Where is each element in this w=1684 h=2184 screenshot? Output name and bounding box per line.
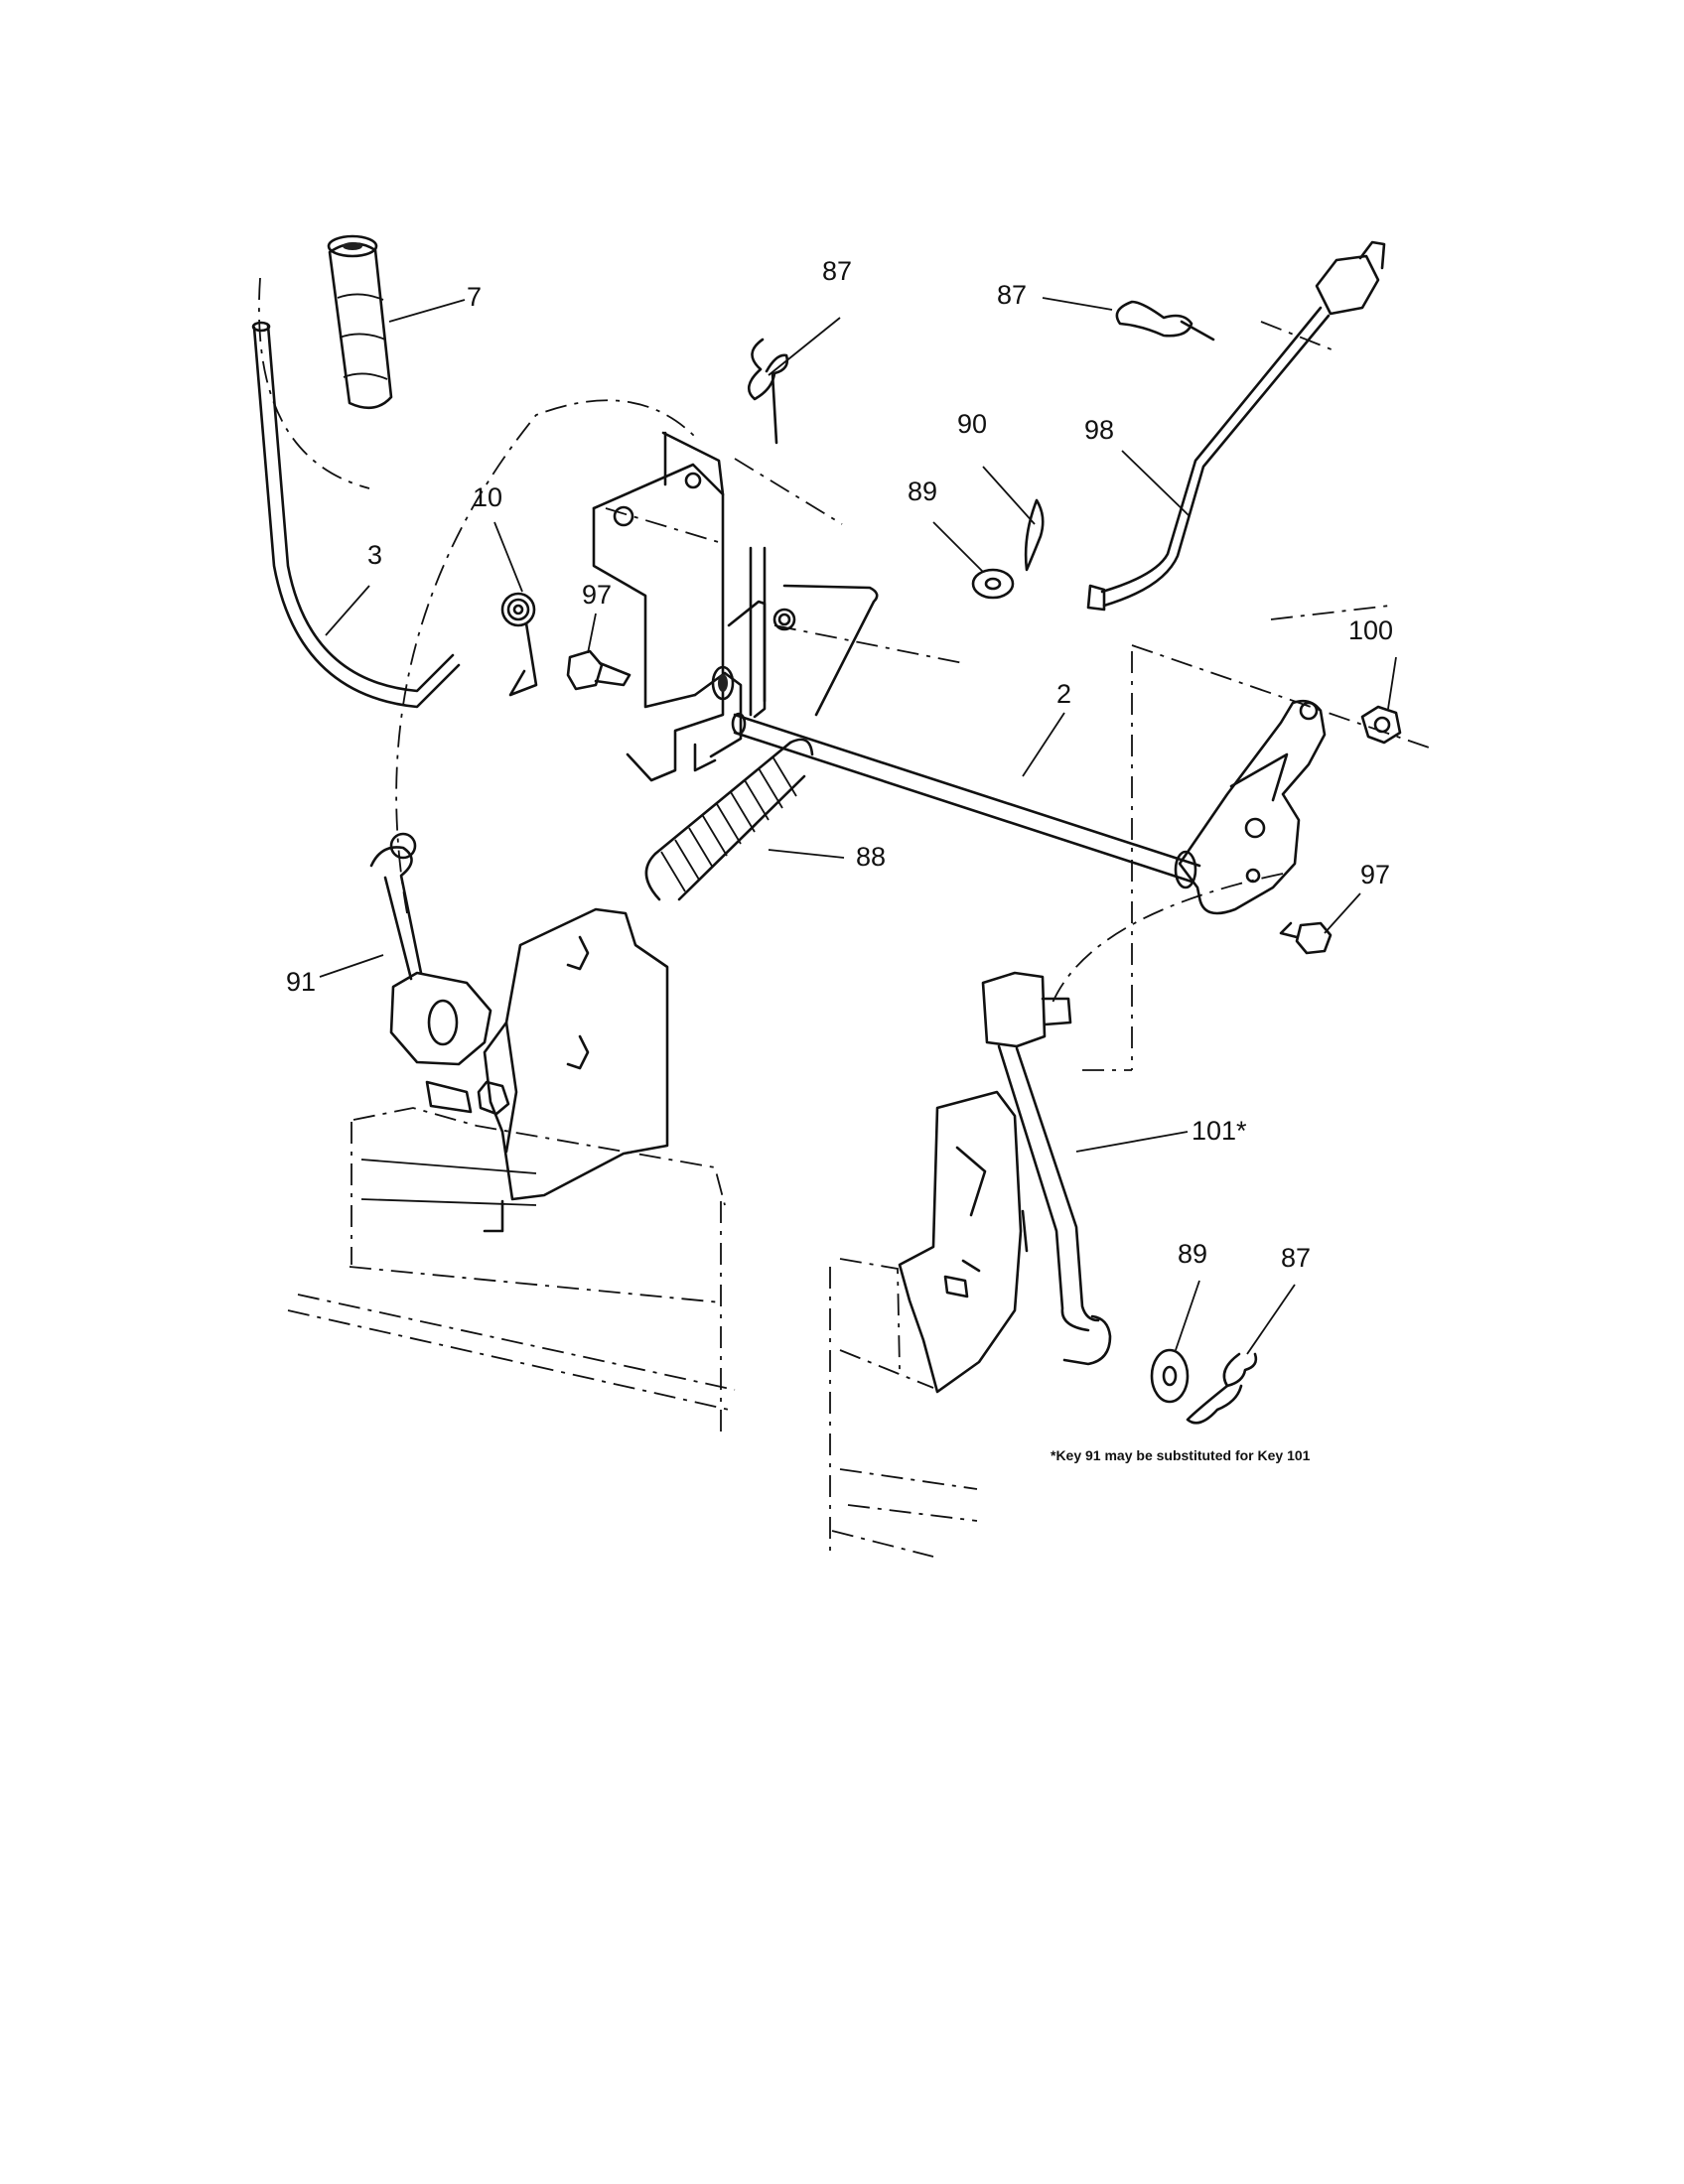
deck-hanger-right	[898, 1090, 1029, 1394]
inner-bracket	[693, 546, 796, 758]
deck-body-left	[287, 1107, 736, 1433]
callout-87-top-right: 87	[997, 280, 1028, 310]
hex-bolt-right	[1279, 921, 1333, 955]
flat-washer-bottom	[1150, 1348, 1190, 1404]
extension-spring	[644, 738, 814, 901]
hairpin-clip-top-right	[1115, 300, 1215, 341]
hairpin-clip-bottom	[1186, 1352, 1258, 1425]
hairpin-clip-top-left	[747, 338, 789, 445]
substitution-footnote: *Key 91 may be substituted for Key 101	[1051, 1447, 1311, 1463]
callout-10: 10	[473, 482, 503, 512]
assembly-guide-lines	[258, 277, 1433, 1071]
callout-7: 7	[467, 282, 483, 312]
callout-90: 90	[957, 409, 988, 439]
callout-3: 3	[367, 540, 383, 570]
callout-87-top-left: 87	[822, 256, 853, 286]
flat-washer-top	[971, 568, 1015, 600]
cross-shaft	[731, 712, 1201, 884]
lift-lever	[251, 321, 461, 709]
callout-89-bottom: 89	[1178, 1239, 1208, 1269]
callout-98: 98	[1084, 415, 1115, 445]
handle-grip	[327, 234, 393, 410]
callout-87-bottom: 87	[1281, 1243, 1312, 1273]
callout-91: 91	[286, 967, 317, 997]
lock-nut	[1360, 705, 1402, 745]
adjustment-rod	[1086, 240, 1386, 612]
hex-bolt-left	[566, 649, 632, 691]
callout-97-left: 97	[582, 580, 613, 610]
spring-hook-rod	[782, 584, 879, 717]
right-lift-arm	[1174, 699, 1327, 915]
cotter-pin-90	[1024, 498, 1045, 572]
deck-hanger-left	[483, 907, 669, 1233]
callout-2: 2	[1056, 679, 1072, 709]
torsion-spring	[500, 592, 538, 697]
callout-97-right: 97	[1360, 860, 1391, 889]
deck-body-right	[829, 1258, 978, 1558]
callout-100: 100	[1348, 615, 1394, 645]
callout-89-top: 89	[908, 477, 938, 506]
callout-101: 101*	[1192, 1116, 1247, 1146]
mounting-bracket	[592, 431, 725, 782]
front-link-right	[981, 971, 1112, 1366]
leader-lines	[319, 297, 1397, 1355]
callout-88: 88	[856, 842, 887, 872]
